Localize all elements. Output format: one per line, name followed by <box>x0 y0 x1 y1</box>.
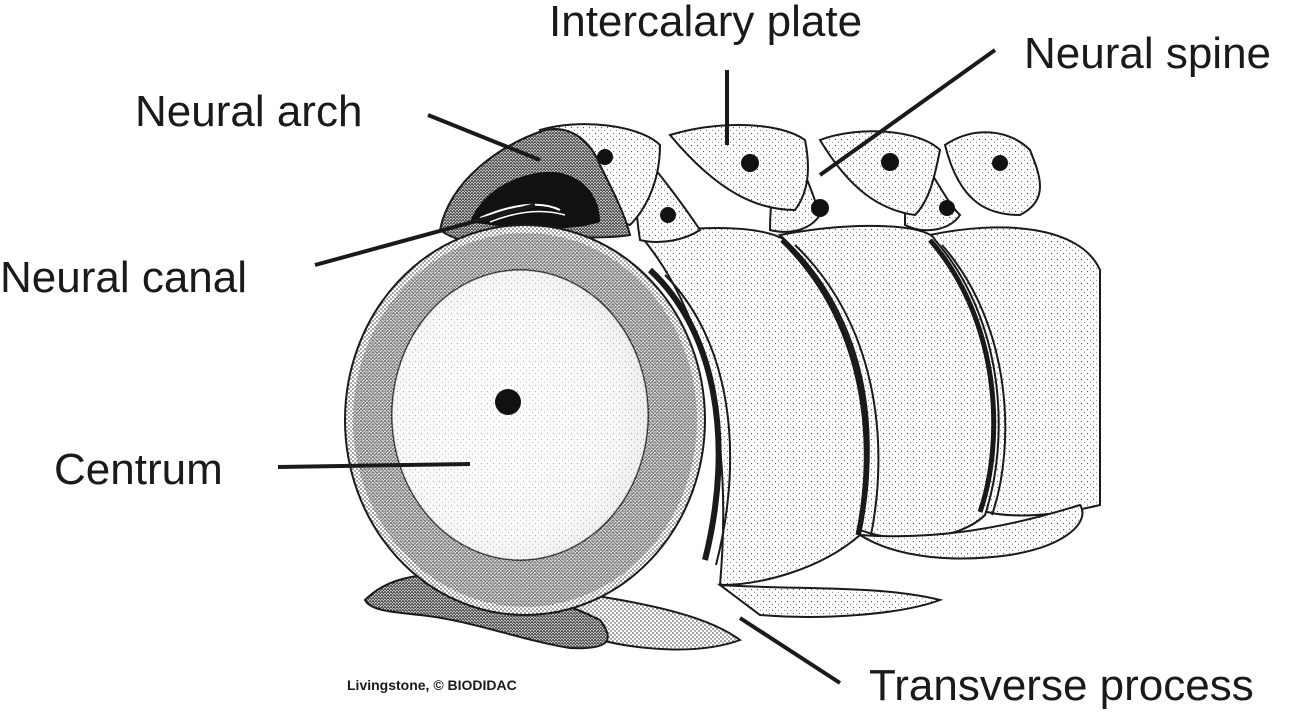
leader-neural-canal <box>314 203 536 267</box>
label-transverse-process: Transverse process <box>869 661 1254 710</box>
front-centrum <box>344 224 732 616</box>
dorsal-plates <box>538 123 1041 243</box>
label-intercalary-plate: Intercalary plate <box>549 0 863 46</box>
leader-neural-spine <box>818 48 997 177</box>
credit-line: Livingstone, © BIODIDAC <box>347 677 517 693</box>
label-neural-spine: Neural spine <box>1024 29 1272 78</box>
label-centrum: Centrum <box>54 445 223 494</box>
leader-centrum <box>277 462 471 469</box>
leader-lines <box>277 48 997 685</box>
leader-transverse-process <box>738 616 842 685</box>
label-neural-canal: Neural canal <box>0 253 248 302</box>
leader-neural-arch <box>427 113 541 162</box>
label-neural-arch: Neural arch <box>135 87 363 136</box>
